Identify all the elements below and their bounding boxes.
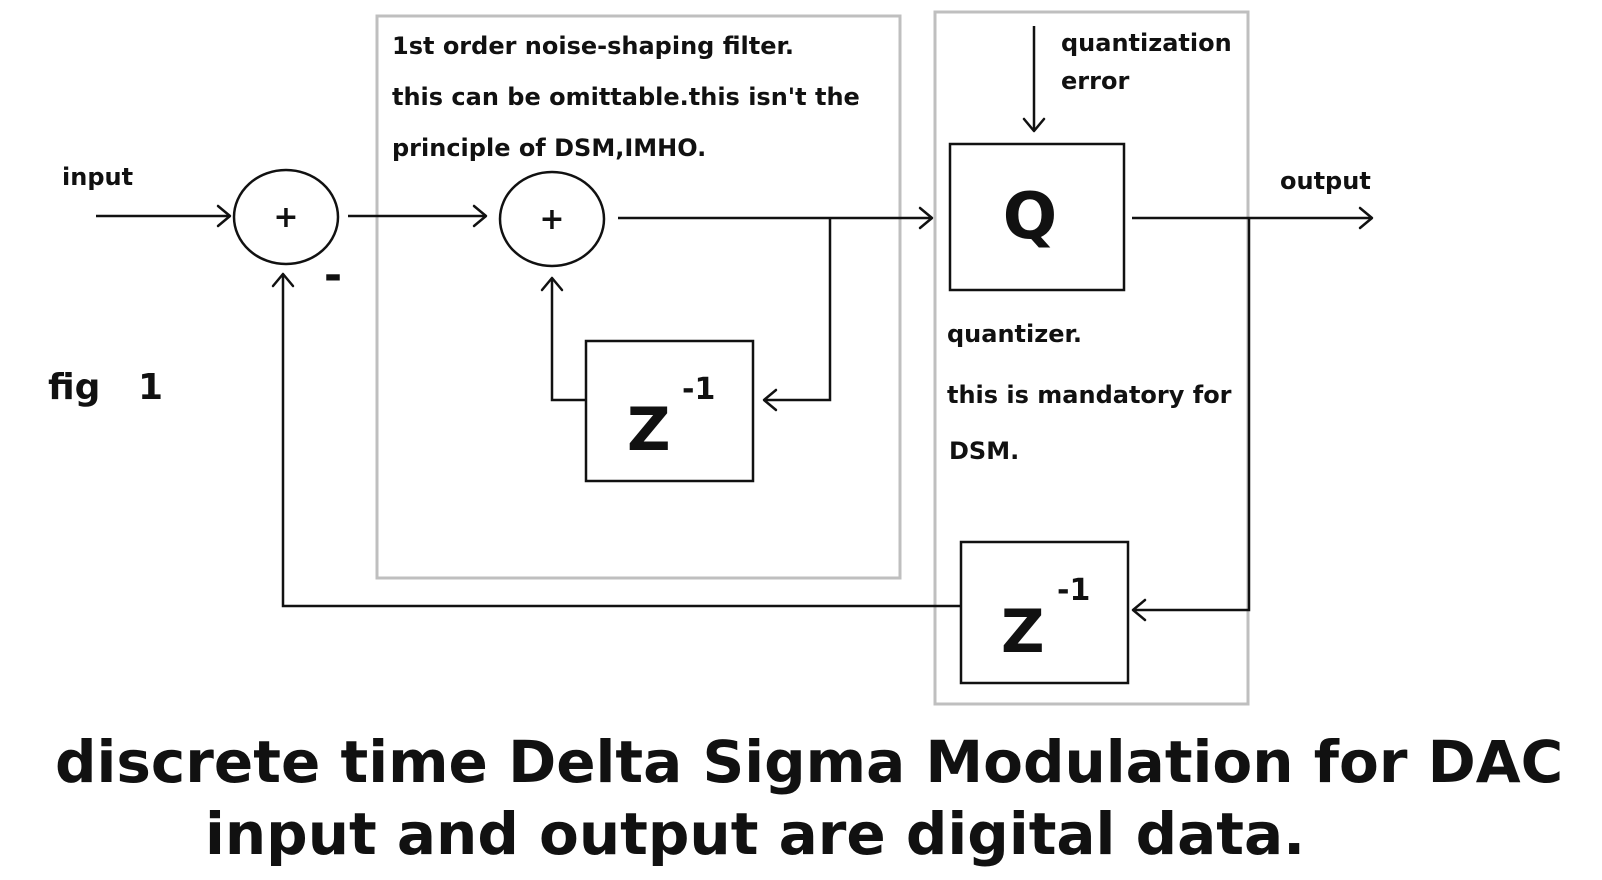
sum1-plus-sign: + — [273, 200, 298, 235]
sum2-plus-sign: + — [539, 202, 564, 237]
caption-line-2: input and output are digital data. — [205, 800, 1305, 868]
summing-junction-2 — [498, 170, 606, 268]
quantization-error-label-1: quantization — [1061, 29, 1232, 57]
outer-delay-to-sum1-arrowhead — [271, 272, 295, 288]
figure-label: fig 1 — [48, 367, 163, 408]
inner-delay-z: Z — [627, 395, 671, 465]
inner-delay-to-sum2-arrowhead — [540, 276, 564, 292]
minus-sign: - — [324, 250, 342, 301]
noise-shaping-filter-frame — [375, 14, 902, 580]
inner-delay-to-sum2-wire — [550, 278, 586, 402]
filter-note-line-3: principle of DSM,IMHO. — [392, 134, 706, 162]
quantizer-note-line-2: this is mandatory for — [947, 381, 1232, 409]
outer-feedback-wire — [1133, 218, 1251, 612]
quantization-error-label-2: error — [1061, 67, 1129, 95]
input-arrowhead — [216, 204, 232, 228]
outer-delay-block — [959, 540, 1130, 685]
inner-delay-exponent: -1 — [682, 372, 715, 407]
output-label: output — [1280, 167, 1371, 195]
quantizer-symbol: Q — [1003, 180, 1057, 254]
outer-delay-z: Z — [1001, 597, 1045, 667]
inner-feedback-wire — [764, 218, 832, 402]
quantization-error-arrowhead — [1022, 117, 1046, 133]
filter-note-line-2: this can be omittable.this isn't the — [392, 83, 860, 111]
caption-line-1: discrete time Delta Sigma Modulation for… — [55, 728, 1563, 796]
quantizer-note-line-3: DSM. — [949, 437, 1019, 465]
output-arrowhead — [1358, 206, 1374, 230]
inner-feedback-arrowhead — [762, 388, 778, 412]
inner-delay-block — [584, 339, 755, 483]
sum1-to-sum2-arrowhead — [472, 204, 488, 228]
summing-junction-1 — [232, 168, 340, 266]
sum2-to-quantizer-arrowhead — [918, 206, 934, 230]
quantizer-note-line-1: quantizer. — [947, 320, 1082, 348]
filter-note-line-1: 1st order noise-shaping filter. — [392, 32, 794, 60]
outer-delay-exponent: -1 — [1057, 573, 1090, 608]
outer-feedback-arrowhead — [1131, 598, 1147, 622]
outer-delay-to-sum1-wire — [281, 274, 960, 608]
quantizer-block — [948, 142, 1126, 292]
input-label: input — [62, 163, 133, 191]
